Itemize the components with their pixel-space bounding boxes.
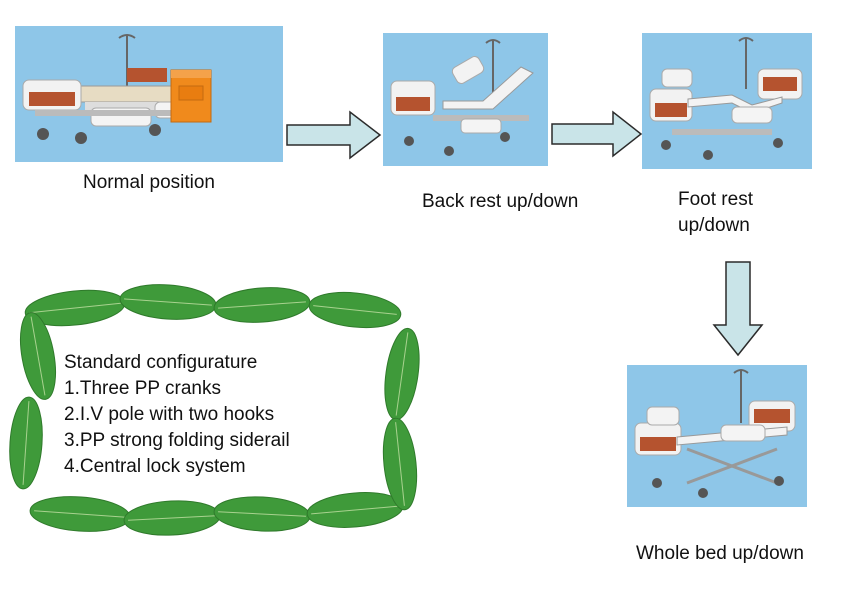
- leaf-icon: [19, 312, 57, 400]
- photo-foot-rest: [642, 33, 812, 169]
- configuration-title: Standard configurature: [64, 352, 258, 373]
- leaf-icon: [306, 492, 404, 528]
- leaf-icon: [29, 496, 131, 532]
- caption-whole-bed: Whole bed up/down: [636, 543, 804, 564]
- leaf-icon: [384, 327, 420, 421]
- leaf-frame: [9, 284, 420, 536]
- leaf-icon: [123, 500, 221, 536]
- bed-foot-rest-illustration: [649, 37, 803, 160]
- configuration-item: 4.Central lock system: [64, 456, 246, 477]
- leaf-icon: [213, 496, 311, 532]
- configuration-item: 2.I.V pole with two hooks: [64, 404, 275, 425]
- bed-normal-illustration: [22, 34, 212, 144]
- leaf-icon: [9, 396, 43, 490]
- configuration-list: Standard configurature 1.Three PP cranks…: [64, 350, 290, 480]
- caption-normal-position: Normal position: [83, 172, 215, 193]
- photo-normal-position: [15, 26, 283, 162]
- right-arrow-icon: [286, 110, 382, 160]
- leaf-icon: [24, 289, 126, 327]
- right-arrow-icon: [551, 110, 643, 158]
- caption-foot-rest-line2: up/down: [678, 215, 750, 236]
- leaf-icon: [308, 291, 402, 329]
- photo-whole-bed: [627, 365, 807, 507]
- bed-back-rest-illustration: [390, 39, 534, 156]
- leaf-icon: [119, 284, 217, 320]
- caption-back-rest: Back rest up/down: [422, 191, 579, 212]
- configuration-item: 3.PP strong folding siderail: [64, 430, 290, 451]
- leaf-icon: [213, 287, 311, 323]
- down-arrow-icon: [712, 261, 764, 357]
- caption-foot-rest-line1: Foot rest: [678, 189, 753, 210]
- configuration-item: 1.Three PP cranks: [64, 378, 222, 399]
- leaf-icon: [382, 417, 418, 511]
- bed-whole-illustration: [634, 369, 796, 498]
- photo-back-rest: [383, 33, 548, 166]
